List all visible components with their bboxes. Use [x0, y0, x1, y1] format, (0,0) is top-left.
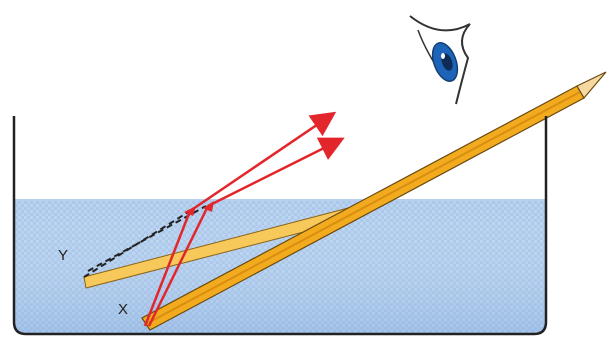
point-x-label: X — [118, 302, 128, 317]
point-y-label: Y — [58, 248, 68, 263]
eye-icon — [410, 16, 470, 104]
water-shade — [14, 200, 546, 334]
